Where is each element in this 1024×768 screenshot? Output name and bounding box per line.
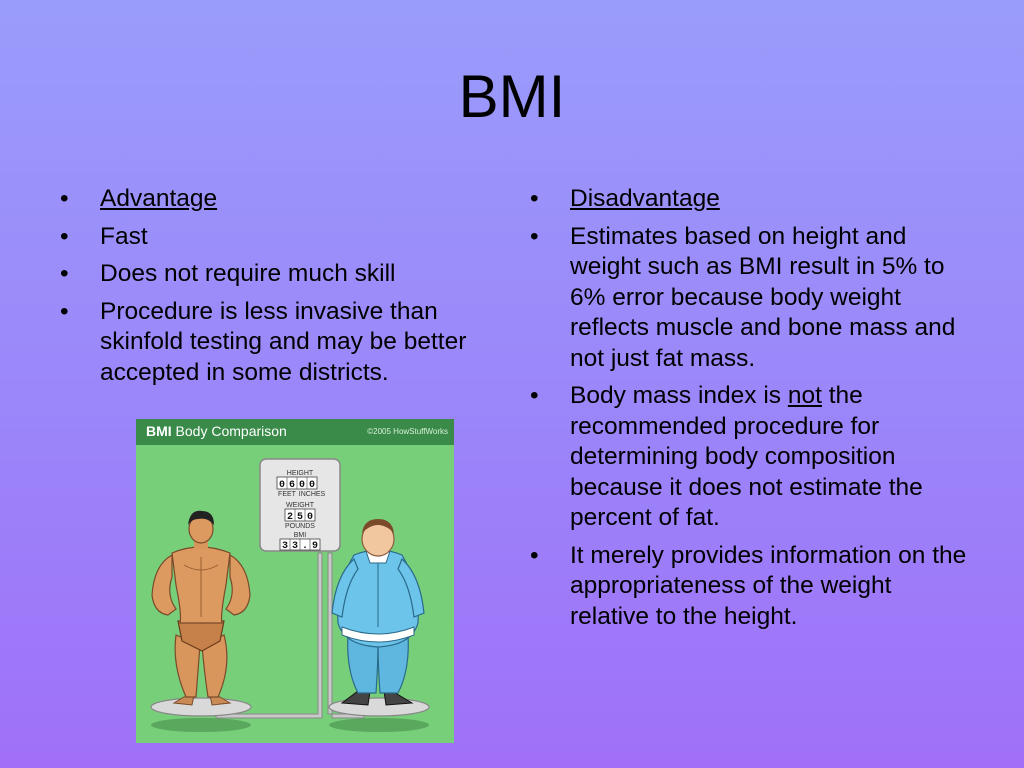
bmi-digit: . [302, 541, 308, 552]
figure-title: BMI Body Comparison [146, 423, 287, 439]
feet-label: FEET [278, 491, 297, 498]
advantage-item: Does not require much skill [100, 260, 396, 287]
bullet-icon: • [60, 297, 69, 325]
bmi-digit: 9 [312, 541, 318, 552]
weight-digit: 5 [297, 512, 303, 523]
height-digit: 6 [289, 480, 295, 491]
figure-header: BMI Body Comparison ©2005 HowStuffWorks [136, 419, 454, 445]
bmi-comparison-figure: BMI Body Comparison ©2005 HowStuffWorks … [136, 419, 454, 743]
list-item: • Does not require much skill [60, 259, 500, 290]
advantages-list: • Advantage • Fast • Does not require much … [60, 184, 500, 395]
weight-digit: 2 [287, 512, 293, 523]
list-item: • Fast [60, 222, 500, 253]
bmi-digit: 3 [292, 541, 298, 552]
weight-digits: 2 5 0 [284, 508, 316, 523]
advantage-item: Fast [100, 222, 148, 250]
bullet-icon: • [530, 382, 539, 409]
bullet-icon: • [530, 185, 539, 212]
muscular-man-illustration [151, 510, 251, 706]
slide-title: BMI [458, 63, 566, 130]
figure-copyright: ©2005 HowStuffWorks [367, 427, 448, 436]
bmi-illustration: HEIGHT 0 6 0 0 FEET INCHES WEIGHT 2 5 0 [150, 458, 430, 732]
disadvantage-item-text: Body mass index is [570, 382, 788, 409]
bullet-icon: • [530, 541, 539, 569]
figure-title-rest: Body Comparison [171, 423, 287, 439]
list-item: • Estimates based on height and weight su… [530, 222, 970, 375]
bmi-digit: 3 [282, 541, 288, 552]
bullet-icon: • [60, 222, 69, 250]
bmi-label: BMI [294, 532, 307, 539]
height-digit: 0 [309, 480, 315, 491]
advantage-item: Procedure is less invasive than skinfold… [100, 297, 467, 386]
list-item: • It merely provides information on the a… [530, 541, 970, 633]
height-digits: 0 6 0 0 [276, 476, 318, 491]
scale-platform [328, 697, 430, 717]
disadvantage-item: Estimates based on height and weight suc… [570, 222, 956, 372]
bullet-icon: • [530, 222, 539, 250]
height-digit: 0 [279, 480, 285, 491]
shadow-shape [151, 718, 251, 732]
weight-label: WEIGHT [286, 502, 315, 509]
disadvantage-item: It merely provides information on the ap… [570, 541, 967, 630]
advantage-heading: Advantage [100, 185, 218, 212]
disadvantage-item-emphasis: not [787, 382, 822, 409]
bmi-digits: 3 3 . 9 [279, 538, 321, 552]
list-item: • Body mass index is not the recommended … [530, 381, 970, 534]
disadvantage-heading: Disadvantage [570, 185, 720, 212]
heavy-man-illustration [331, 519, 425, 706]
scale-platform [150, 697, 252, 717]
disadvantage-item-text: the recommended procedure for determinin… [570, 382, 923, 531]
figure-title-bold: BMI [146, 423, 172, 439]
height-label: HEIGHT [287, 470, 314, 477]
list-item: • Disadvantage [530, 184, 970, 215]
list-item: • Procedure is less invasive than skinfol… [60, 297, 500, 389]
shadow-shape [329, 718, 429, 732]
list-item: • Advantage [60, 184, 500, 215]
pounds-label: POUNDS [285, 523, 315, 530]
height-digit: 0 [299, 480, 305, 491]
bullet-icon: • [60, 185, 69, 212]
inches-label: INCHES [299, 491, 326, 498]
scale-display: HEIGHT 0 6 0 0 FEET INCHES WEIGHT 2 5 0 [259, 458, 341, 552]
disadvantages-list: • Disadvantage • Estimates based on height… [530, 184, 970, 639]
weight-digit: 0 [307, 512, 313, 523]
bullet-icon: • [60, 260, 69, 287]
